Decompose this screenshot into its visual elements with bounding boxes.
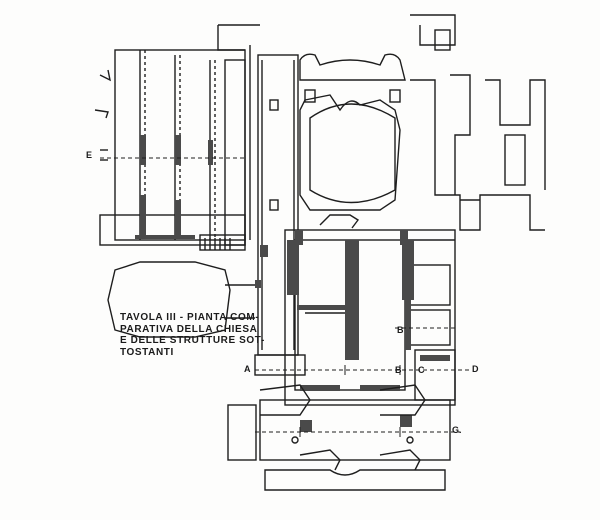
upper-apse-building (299, 53, 406, 229)
lower-entrance-block (227, 354, 451, 491)
section-label-e: E (86, 150, 93, 160)
central-corridor (217, 24, 299, 356)
church-nave-hatched-walls (255, 230, 450, 432)
section-label-b-lower: B (395, 365, 402, 375)
section-ticks (299, 365, 401, 437)
church-nave-outline (284, 229, 456, 406)
caption-line-1: TAVOLA III - PIANTA COM- (120, 312, 260, 323)
section-label-c: C (418, 365, 425, 375)
left-substructure-piers (135, 135, 213, 239)
section-label-d: D (472, 364, 479, 374)
section-lines (100, 157, 470, 433)
caption-line-3: E DELLE STRUTTURE SOT- (120, 335, 265, 346)
left-octagon-room (107, 261, 255, 338)
plate-caption: TAVOLA III - PIANTA COM- PARATIVA DELLA … (120, 312, 270, 358)
left-substructure-walls (94, 49, 246, 251)
caption-line-2: PARATIVA DELLA CHIESA (120, 323, 258, 335)
section-label-g: G. (452, 425, 462, 435)
right-annex-rooms (410, 14, 546, 231)
caption-line-4: TOSTANTI (120, 346, 174, 358)
section-label-b-upper: B (397, 325, 404, 335)
section-label-a: A (244, 364, 251, 374)
